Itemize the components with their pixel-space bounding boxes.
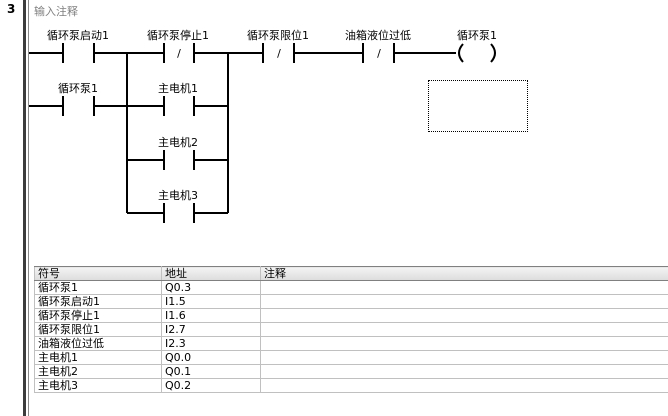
selection-cursor-box[interactable] xyxy=(428,80,528,132)
cell-comment[interactable] xyxy=(260,364,668,379)
table-row[interactable]: 循环泵启动1 I1.5 xyxy=(34,294,668,309)
contact-main-motor-2[interactable]: 主电机2 xyxy=(158,135,198,170)
cell-comment[interactable] xyxy=(260,378,668,393)
header-symbol[interactable]: 符号 xyxy=(34,266,162,281)
table-row[interactable]: 主电机3 Q0.2 xyxy=(34,378,668,393)
table-row[interactable]: 主电机2 Q0.1 xyxy=(34,364,668,379)
nc-slash-mark: / xyxy=(177,47,181,60)
header-comment[interactable]: 注释 xyxy=(260,266,668,281)
contact-start-pump[interactable]: 循环泵启动1 xyxy=(47,29,109,63)
contact-main-motor-3[interactable]: 主电机3 xyxy=(158,188,198,223)
table-row[interactable]: 油箱液位过低 I2.3 xyxy=(34,336,668,351)
symbol-table: 符号 地址 注释 循环泵1 Q0.3 循环泵启动1 I1.5 循环泵停止1 I1… xyxy=(34,266,668,393)
contact-tank-low-level[interactable]: 油箱液位过低 / xyxy=(345,28,411,63)
table-row[interactable]: 循环泵停止1 I1.6 xyxy=(34,308,668,323)
contact-stop-pump[interactable]: 循环泵停止1 / xyxy=(147,28,209,63)
cell-symbol[interactable]: 循环泵停止1 xyxy=(34,308,162,323)
symbol-table-header: 符号 地址 注释 xyxy=(34,266,668,281)
contact-label: 循环泵1 xyxy=(58,82,98,95)
cell-symbol[interactable]: 主电机1 xyxy=(34,350,162,365)
cell-comment[interactable] xyxy=(260,280,668,295)
cell-address[interactable]: Q0.1 xyxy=(161,364,261,379)
network-number: 3 xyxy=(7,2,16,16)
nc-slash-mark: / xyxy=(377,47,381,60)
cell-symbol[interactable]: 循环泵1 xyxy=(34,280,162,295)
contact-label: 油箱液位过低 xyxy=(345,28,411,42)
contact-label: 主电机2 xyxy=(158,135,198,149)
cell-comment[interactable] xyxy=(260,294,668,309)
cell-address[interactable]: Q0.0 xyxy=(161,350,261,365)
cell-comment[interactable] xyxy=(260,322,668,337)
cell-symbol[interactable]: 循环泵启动1 xyxy=(34,294,162,309)
cell-address[interactable]: I1.5 xyxy=(161,294,261,309)
table-row[interactable]: 主电机1 Q0.0 xyxy=(34,350,668,365)
contact-label: 循环泵停止1 xyxy=(147,28,209,42)
ladder-wires xyxy=(29,52,456,214)
cell-comment[interactable] xyxy=(260,308,668,323)
coil-pump[interactable]: 循环泵1 xyxy=(457,29,497,63)
contact-pump-limit[interactable]: 循环泵限位1 / xyxy=(247,28,309,63)
cell-address[interactable]: Q0.3 xyxy=(161,280,261,295)
cell-address[interactable]: I1.6 xyxy=(161,308,261,323)
header-address[interactable]: 地址 xyxy=(161,266,261,281)
cell-symbol[interactable]: 循环泵限位1 xyxy=(34,322,162,337)
cell-symbol[interactable]: 主电机3 xyxy=(34,378,162,393)
contact-pump-seal-in[interactable]: 循环泵1 xyxy=(58,82,98,116)
cell-comment[interactable] xyxy=(260,350,668,365)
table-row[interactable]: 循环泵1 Q0.3 xyxy=(34,280,668,295)
cell-address[interactable]: I2.3 xyxy=(161,336,261,351)
ladder-diagram: 循环泵启动1 循环泵停止1 / 循环泵限位1 / 油箱液位过低 / 循环泵1 循… xyxy=(29,28,497,223)
contact-label: 主电机3 xyxy=(158,188,198,202)
coil-label: 循环泵1 xyxy=(457,29,497,42)
contact-label: 主电机1 xyxy=(158,81,198,95)
left-power-rail-gutter xyxy=(23,0,26,416)
cell-address[interactable]: Q0.2 xyxy=(161,378,261,393)
network-comment[interactable]: 输入注释 xyxy=(34,5,78,18)
left-power-rail-line xyxy=(28,0,29,416)
cell-comment[interactable] xyxy=(260,336,668,351)
table-row[interactable]: 循环泵限位1 I2.7 xyxy=(34,322,668,337)
cell-symbol[interactable]: 主电机2 xyxy=(34,364,162,379)
contact-label: 循环泵限位1 xyxy=(247,28,309,42)
cell-symbol[interactable]: 油箱液位过低 xyxy=(34,336,162,351)
contact-main-motor-1[interactable]: 主电机1 xyxy=(158,81,198,116)
cell-address[interactable]: I2.7 xyxy=(161,322,261,337)
nc-slash-mark: / xyxy=(277,47,281,60)
contact-label: 循环泵启动1 xyxy=(47,29,109,42)
